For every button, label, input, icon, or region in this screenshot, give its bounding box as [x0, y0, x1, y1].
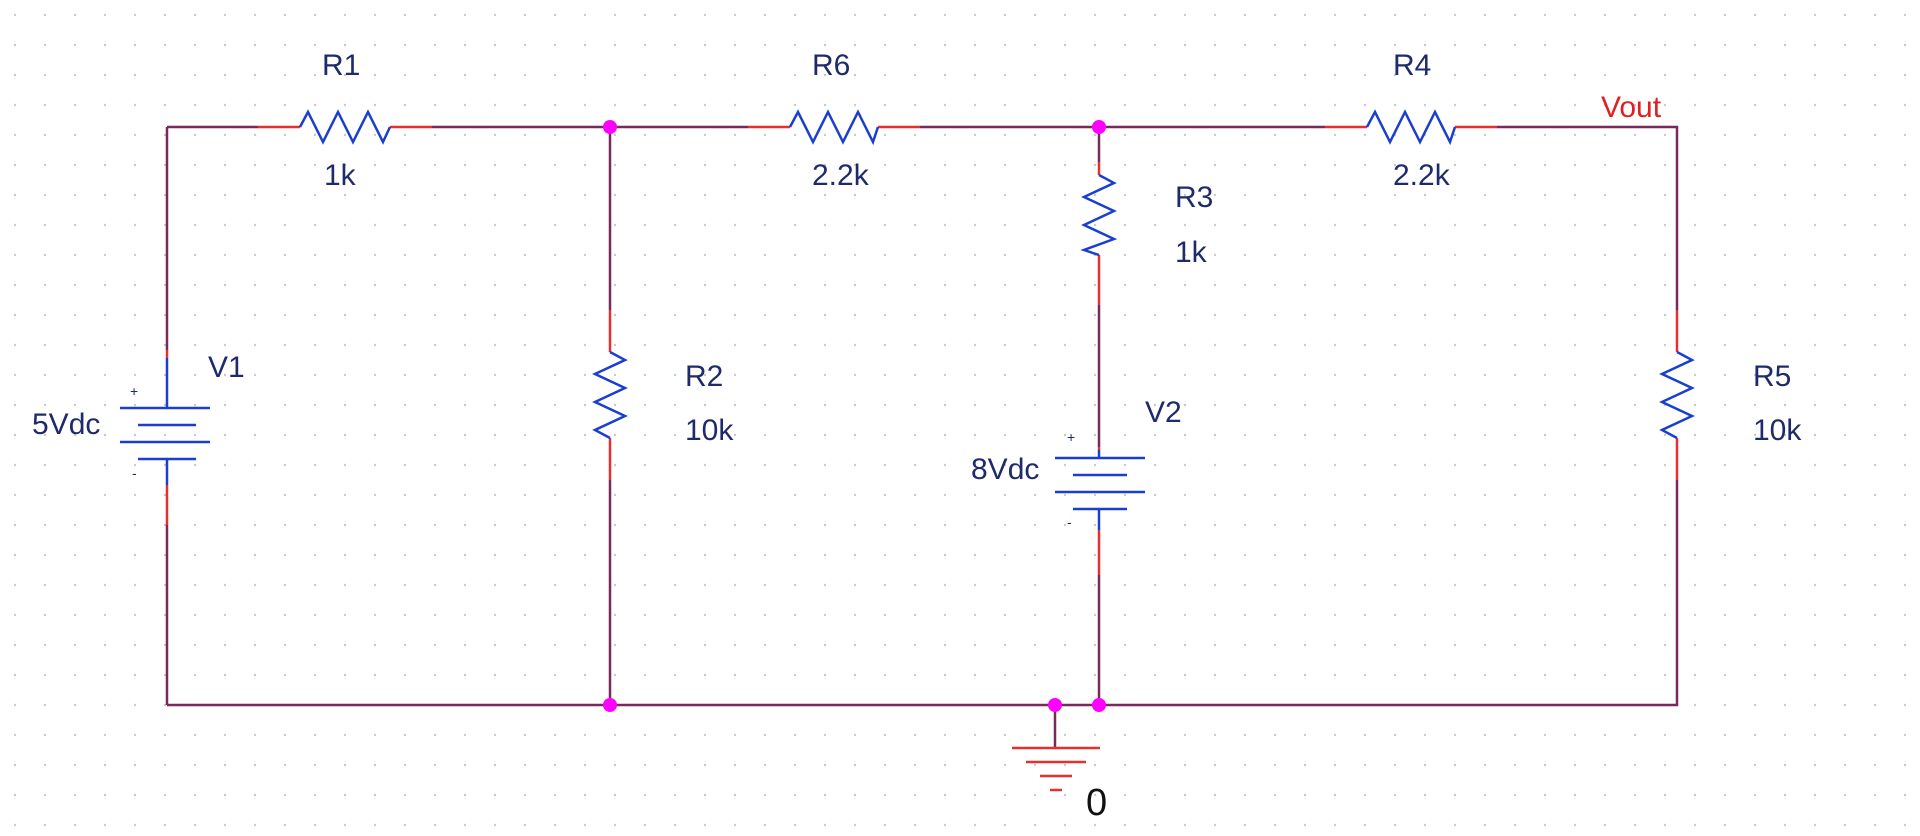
r3-value-label: 1k — [1175, 236, 1208, 269]
r5-ref-label: R5 — [1753, 360, 1791, 393]
vout-net-label: Vout — [1601, 91, 1662, 124]
v2-ref-label: V2 — [1145, 396, 1182, 429]
r3-ref-label: R3 — [1175, 181, 1213, 214]
v1-value-label: 5Vdc — [32, 408, 100, 441]
resistor-r4[interactable] — [1325, 109, 1497, 146]
resistor-r6[interactable] — [748, 109, 920, 146]
r6-value-label: 2.2k — [812, 159, 870, 192]
voltage-source-v1[interactable] — [120, 350, 210, 525]
resistor-r5[interactable] — [1659, 310, 1695, 480]
r1-ref-label: R1 — [322, 49, 360, 82]
r2-value-label: 10k — [685, 414, 734, 447]
v2-minus-sign: - — [1067, 514, 1072, 530]
v1-plus-sign: + — [130, 383, 138, 399]
r2-ref-label: R2 — [685, 360, 723, 393]
v1-ref-label: V1 — [208, 351, 245, 384]
resistor-r3[interactable] — [1080, 162, 1118, 305]
r6-ref-label: R6 — [812, 49, 850, 82]
v1-minus-sign: - — [132, 465, 137, 481]
ground-symbol[interactable] — [1012, 746, 1100, 792]
junction-dot — [603, 698, 617, 712]
r5-value-label: 10k — [1753, 414, 1802, 447]
junctions — [603, 120, 1106, 712]
r1-value-label: 1k — [324, 159, 357, 192]
junction-dot — [1092, 120, 1106, 134]
r4-value-label: 2.2k — [1393, 159, 1451, 192]
junction-dot — [1048, 698, 1062, 712]
r4-ref-label: R4 — [1393, 49, 1431, 82]
resistor-r2[interactable] — [592, 310, 628, 480]
v2-value-label: 8Vdc — [971, 453, 1039, 486]
junction-dot — [603, 120, 617, 134]
wires — [165, 125, 1679, 748]
voltage-source-v2[interactable] — [1055, 447, 1145, 575]
wire-r4-to-vout — [1497, 125, 1679, 310]
resistor-r1[interactable] — [258, 109, 432, 145]
junction-dot — [1092, 698, 1106, 712]
ground-net-label: 0 — [1086, 782, 1107, 824]
v2-plus-sign: + — [1067, 429, 1075, 445]
wire-bottom-rail — [167, 480, 1679, 707]
